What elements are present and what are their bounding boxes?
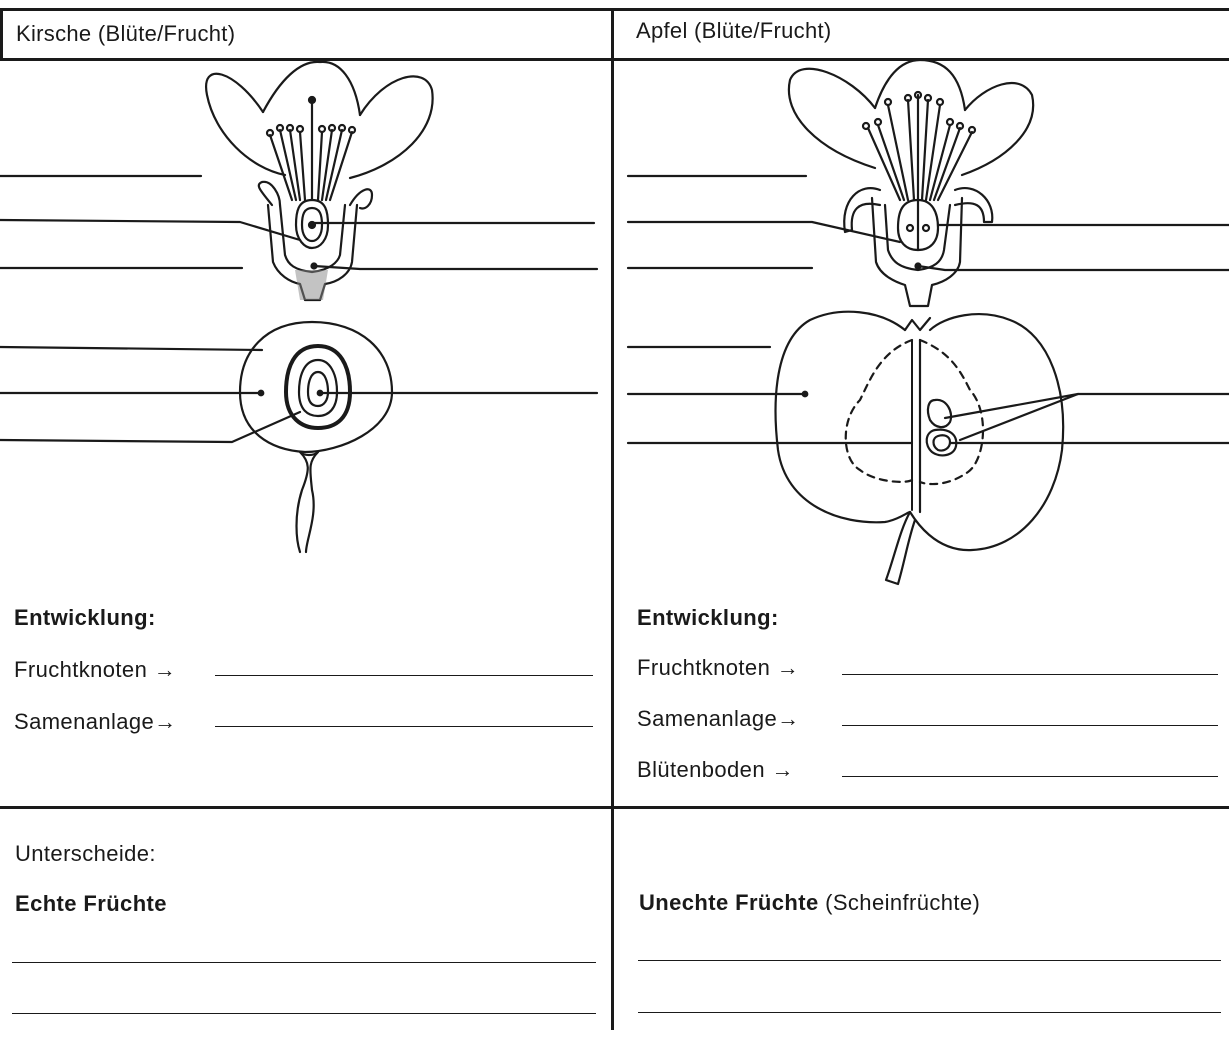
left-dev-term-fruchtknoten: Fruchtknoten <box>14 657 147 682</box>
right-dev-term-bluetenboden: Blütenboden <box>637 757 765 782</box>
arrow-icon: → <box>777 655 799 680</box>
false-fruits-blank-2[interactable] <box>638 1012 1221 1013</box>
right-dev-term-samenanlage: Samenanlage <box>637 706 777 731</box>
true-fruits-blank-1[interactable] <box>12 962 596 963</box>
arrow-icon: → <box>777 706 799 731</box>
arrow-icon: → <box>771 757 793 782</box>
false-fruits-title: Unechte Früchte <box>639 890 819 915</box>
apple-fruit-drawing <box>776 312 1064 584</box>
right-dev-row-term: Samenanlage→ <box>637 706 800 732</box>
right-dev-term-fruchtknoten: Fruchtknoten <box>637 655 770 680</box>
arrow-icon: → <box>154 657 176 682</box>
left-dev-row-term: Samenanlage→ <box>14 709 177 735</box>
right-dev-row-term: Fruchtknoten → <box>637 655 799 681</box>
left-development-title-colon: : <box>148 605 156 630</box>
cherry-flower-drawing <box>206 62 433 300</box>
right-development-title-colon: : <box>771 605 779 630</box>
right-development-title-text: Entwicklung <box>637 605 771 630</box>
false-fruits-blank-1[interactable] <box>638 960 1221 961</box>
right-development-title: Entwicklung: <box>637 605 779 631</box>
left-development-title: Entwicklung: <box>14 605 156 631</box>
true-fruits-blank-2[interactable] <box>12 1013 596 1014</box>
false-fruits-note: (Scheinfrüchte) <box>825 890 980 915</box>
right-blank-samenanlage[interactable] <box>842 725 1218 726</box>
false-fruits-heading: Unechte Früchte (Scheinfrüchte) <box>639 890 980 916</box>
left-development-title-text: Entwicklung <box>14 605 148 630</box>
left-dev-term-samenanlage: Samenanlage <box>14 709 154 734</box>
true-fruits-heading: Echte Früchte <box>15 891 167 917</box>
left-dev-row-term: Fruchtknoten → <box>14 657 176 683</box>
left-blank-fruchtknoten[interactable] <box>215 675 593 676</box>
arrow-icon: → <box>154 709 176 734</box>
cherry-fruit-drawing <box>240 322 392 552</box>
right-blank-fruchtknoten[interactable] <box>842 674 1218 675</box>
right-dev-row-term: Blütenboden → <box>637 757 794 783</box>
right-blank-bluetenboden[interactable] <box>842 776 1218 777</box>
left-blank-samenanlage[interactable] <box>215 726 593 727</box>
distinguish-label: Unterscheide: <box>15 841 156 867</box>
